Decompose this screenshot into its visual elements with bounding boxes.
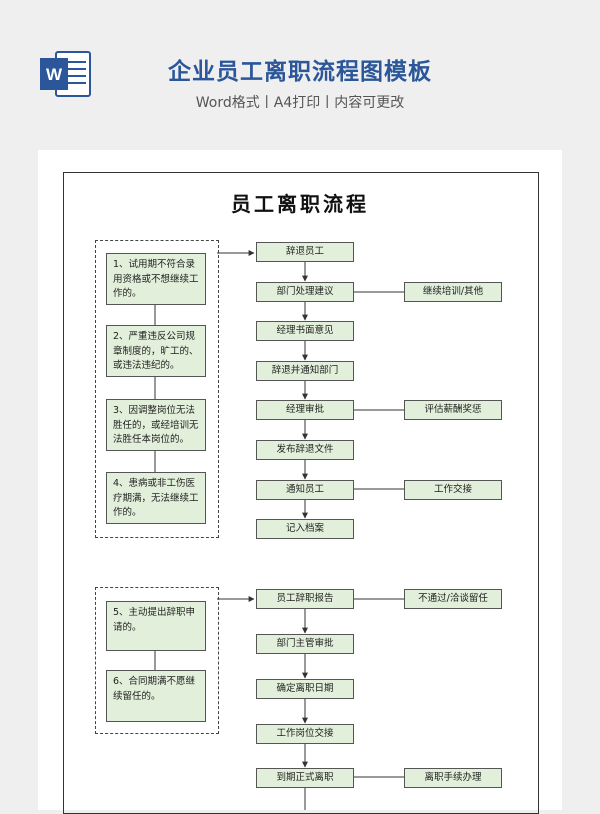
- document-paper: 员工离职流程: [38, 150, 562, 814]
- flow-step: 确定离职日期: [256, 679, 354, 699]
- flow-step: 部门主管审批: [256, 634, 354, 654]
- flow-step: 工作岗位交接: [256, 724, 354, 744]
- flow-step: 辞退员工: [256, 242, 354, 262]
- flow-step: 经理书面意见: [256, 321, 354, 341]
- flow-step: 通知员工: [256, 480, 354, 500]
- flow-step: 到期正式离职: [256, 768, 354, 788]
- side-note: 工作交接: [404, 480, 502, 500]
- svg-text:W: W: [46, 65, 63, 84]
- side-note: 继续培训/其他: [404, 282, 502, 302]
- reasons-group-1: [95, 240, 219, 538]
- word-logo-icon: W: [38, 48, 94, 100]
- page-subtitle: Word格式丨A4打印丨内容可更改: [195, 95, 405, 111]
- flow-step: 员工辞职报告: [256, 589, 354, 609]
- reason-box: 4、患病或非工伤医疗期满，无法继续工作的。: [106, 472, 206, 524]
- reason-box: 5、主动提出辞职申请的。: [106, 601, 206, 651]
- reason-box: 1、试用期不符合录用资格或不想继续工作的。: [106, 253, 206, 305]
- reasons-group-2: [95, 587, 219, 734]
- reason-box: 3、因调整岗位无法胜任的，或经培训无法胜任本岗位的。: [106, 399, 206, 451]
- side-note: 离职手续办理: [404, 768, 502, 788]
- header: W 企业员工离职流程图模板 Word格式丨A4打印丨内容可更改: [0, 0, 600, 140]
- flow-step: 经理审批: [256, 400, 354, 420]
- side-note: 评估薪酬奖惩: [404, 400, 502, 420]
- page-title: 企业员工离职流程图模板: [168, 59, 432, 85]
- flow-step: 记入档案: [256, 519, 354, 539]
- side-note: 不通过/洽谈留任: [404, 589, 502, 609]
- flow-step: 部门处理建议: [256, 282, 354, 302]
- reason-box: 2、严重违反公司规章制度的，旷工的、或违法违纪的。: [106, 325, 206, 377]
- reason-box: 6、合同期满不愿继续留任的。: [106, 670, 206, 722]
- flow-step: 发布辞退文件: [256, 440, 354, 460]
- flow-step: 辞退并通知部门: [256, 361, 354, 381]
- flow-title: 员工离职流程: [231, 192, 369, 216]
